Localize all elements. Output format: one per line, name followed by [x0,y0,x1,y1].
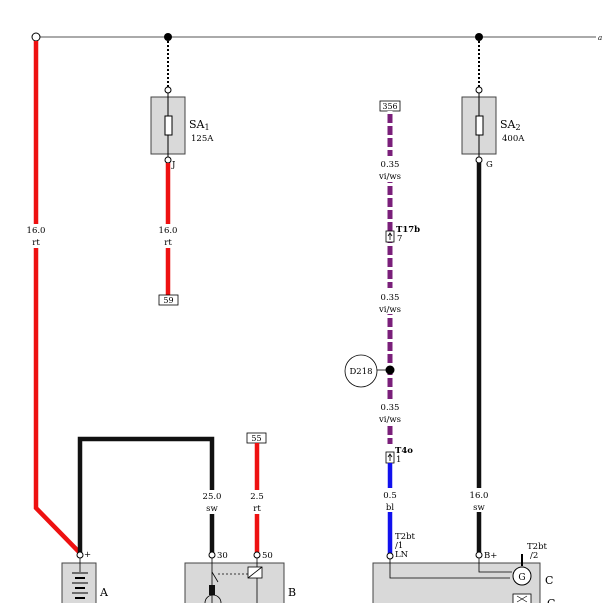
alternator-c: G T2bt /2 C C [372,542,555,603]
terminal-356: 356 [379,100,401,112]
svg-text:125A: 125A [191,134,214,144]
svg-text:rt: rt [32,238,40,248]
bus-node-sa2 [475,33,483,41]
wire-sa1-out: 16.0 rt [157,163,179,295]
svg-text:30: 30 [217,551,228,561]
connector-t17b: T17b 7 [385,225,420,244]
splice-d218: D218 [344,354,395,388]
svg-text:7: 7 [397,234,402,244]
svg-text:C: C [545,574,553,587]
wire-ground: 25.0 sw [77,436,223,553]
svg-text:T17b: T17b [396,225,420,235]
svg-text:T2bt: T2bt [527,542,548,552]
wire-signal-violet: 0.35 vi/ws 0.35 vi/ws 0.35 vi/ws [377,111,403,444]
svg-text:16.0: 16.0 [470,491,489,501]
battery-a: + A [61,550,109,603]
svg-text:sw: sw [473,503,485,513]
fuse-sa1: SA1 125A J [150,41,214,170]
pin-b-plus-terminal [475,551,483,559]
svg-text:B: B [288,586,296,599]
svg-text:2.5: 2.5 [250,492,264,502]
svg-text:vi/ws: vi/ws [378,305,401,315]
svg-text:+: + [84,550,91,560]
svg-text:SA1: SA1 [189,118,210,132]
svg-text:50: 50 [262,551,273,561]
wire-relay-in: 2.5 rt [246,443,268,552]
svg-text:25.0: 25.0 [203,492,222,502]
svg-text:59: 59 [163,296,173,305]
svg-text:bl: bl [386,503,394,513]
svg-text:sw: sw [206,504,218,514]
svg-text:0.35: 0.35 [381,160,400,170]
svg-text:356: 356 [382,102,397,111]
connector-t2bt-1: T2bt /1 LN [395,532,416,560]
svg-text:G: G [486,160,493,170]
svg-text:16.0: 16.0 [159,226,178,236]
svg-text:1: 1 [396,455,401,465]
wire-sa2-out: 16.0 sw [468,163,490,552]
svg-text:0.5: 0.5 [383,491,397,501]
svg-text:T4o: T4o [395,446,413,456]
svg-text:0.35: 0.35 [381,403,400,413]
svg-text:D218: D218 [349,367,372,377]
connector-t4o: T4o 1 [385,446,413,465]
starter-b: 30 50 B [184,551,296,603]
svg-text:vi/ws: vi/ws [378,415,401,425]
svg-text:LN: LN [395,550,409,560]
pin-b-plus-label: B+ [484,551,497,561]
bus-arrow-label: a [598,34,602,42]
svg-text:vi/ws: vi/ws [378,172,401,182]
svg-text:rt: rt [164,238,172,248]
terminal-55: 55 [246,432,267,444]
svg-text:J: J [171,160,176,170]
svg-text:/2: /2 [530,551,538,561]
svg-text:0.35: 0.35 [381,293,400,303]
bus-node-sa1 [164,33,172,41]
svg-text:A: A [99,586,109,599]
svg-text:55: 55 [251,434,261,443]
fuse-sa2: SA2 400A G [461,41,525,170]
svg-text:rt: rt [253,504,261,514]
wire-signal-blue: 0.5 bl [379,463,401,555]
svg-text:C: C [547,597,555,603]
svg-text:16.0: 16.0 [27,226,46,236]
wire-battery-main: 16.0 rt [25,41,82,555]
bus-start-terminal [31,32,41,42]
svg-text:G: G [518,573,525,583]
svg-text:SA2: SA2 [500,118,521,132]
svg-text:/1: /1 [395,541,403,551]
svg-text:T2bt: T2bt [395,532,416,542]
terminal-59: 59 [158,294,179,306]
svg-text:400A: 400A [502,134,525,144]
